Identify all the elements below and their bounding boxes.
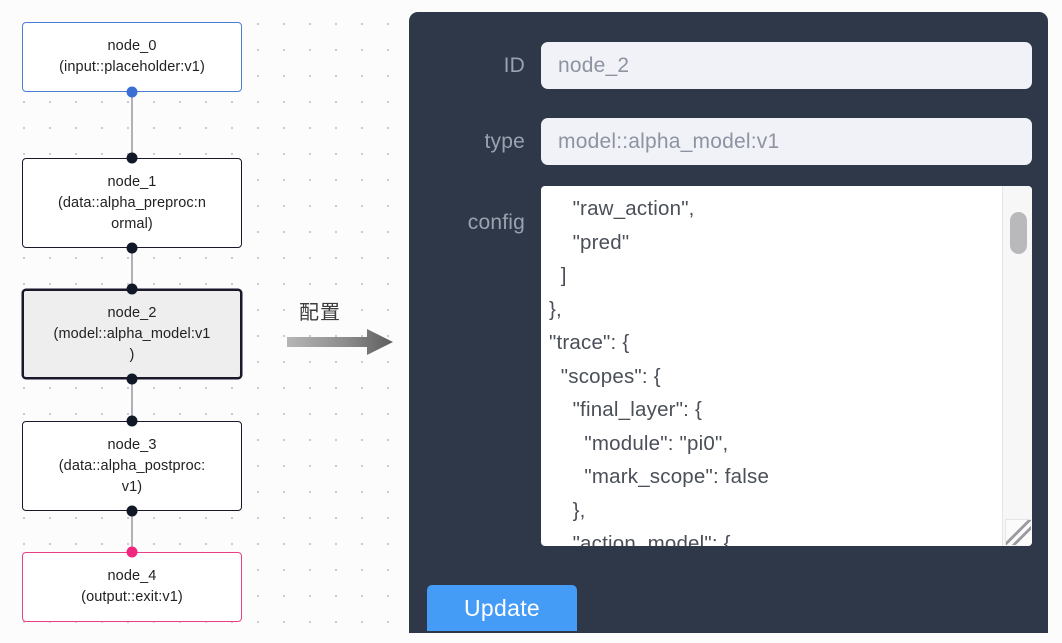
node-handle-target-node_1[interactable] bbox=[126, 152, 138, 164]
config-resize-grip-icon[interactable] bbox=[1005, 519, 1031, 545]
config-textarea[interactable]: "raw_action", "pred" ] }, "trace": { "sc… bbox=[549, 197, 770, 546]
type-input[interactable] bbox=[541, 118, 1032, 165]
node-config-panel: ID type config "raw_action", "pred" ] },… bbox=[409, 12, 1048, 633]
node-handle-target-node_4[interactable] bbox=[126, 546, 138, 558]
edge-node1-node2 bbox=[131, 248, 133, 289]
node-handle-source-node_0[interactable] bbox=[126, 86, 138, 98]
annotation-arrow-label: 配置 bbox=[299, 300, 341, 324]
edge-node0-node1 bbox=[131, 92, 133, 158]
flow-node-label: node_0 (input::placeholder:v1) bbox=[59, 38, 205, 75]
id-field-label: ID bbox=[503, 53, 525, 77]
config-textarea-wrapper: "raw_action", "pred" ] }, "trace": { "sc… bbox=[541, 186, 1032, 546]
field-row-config: config "raw_action", "pred" ] }, "trace"… bbox=[409, 186, 1048, 546]
annotation-arrow-group: 配置 bbox=[283, 296, 398, 358]
node-handle-source-node_2[interactable] bbox=[126, 373, 138, 385]
right-arrow-icon bbox=[287, 329, 393, 355]
flow-node-label: node_2 (model::alpha_model:v1 ) bbox=[53, 304, 211, 363]
id-input[interactable] bbox=[541, 42, 1032, 89]
config-field-label: config bbox=[467, 211, 525, 234]
config-scrollbar[interactable] bbox=[1002, 186, 1032, 546]
edge-node3-node4 bbox=[131, 511, 133, 552]
flow-node-node_3[interactable]: node_3 (data::alpha_postproc: v1) bbox=[22, 421, 242, 511]
node-handle-source-node_1[interactable] bbox=[126, 242, 138, 254]
type-field-label: type bbox=[484, 129, 525, 153]
flow-node-label: node_3 (data::alpha_postproc: v1) bbox=[58, 436, 206, 495]
node-handle-target-node_2[interactable] bbox=[126, 283, 138, 295]
update-button[interactable]: Update bbox=[427, 585, 577, 631]
flow-node-node_4[interactable]: node_4 (output::exit:v1) bbox=[22, 552, 242, 622]
flow-node-node_1[interactable]: node_1 (data::alpha_preproc:n ormal) bbox=[22, 158, 242, 248]
flow-node-label: node_1 (data::alpha_preproc:n ormal) bbox=[57, 173, 207, 232]
flow-node-node_2[interactable]: node_2 (model::alpha_model:v1 ) bbox=[22, 289, 242, 379]
field-row-id: ID bbox=[409, 42, 1048, 89]
node-handle-source-node_3[interactable] bbox=[126, 505, 138, 517]
config-scrollbar-thumb[interactable] bbox=[1010, 212, 1027, 254]
edge-node2-node3 bbox=[131, 379, 133, 421]
flow-node-label: node_4 (output::exit:v1) bbox=[81, 568, 183, 605]
field-row-type: type bbox=[409, 118, 1048, 165]
node-handle-target-node_3[interactable] bbox=[126, 415, 138, 427]
flow-node-node_0[interactable]: node_0 (input::placeholder:v1) bbox=[22, 22, 242, 92]
